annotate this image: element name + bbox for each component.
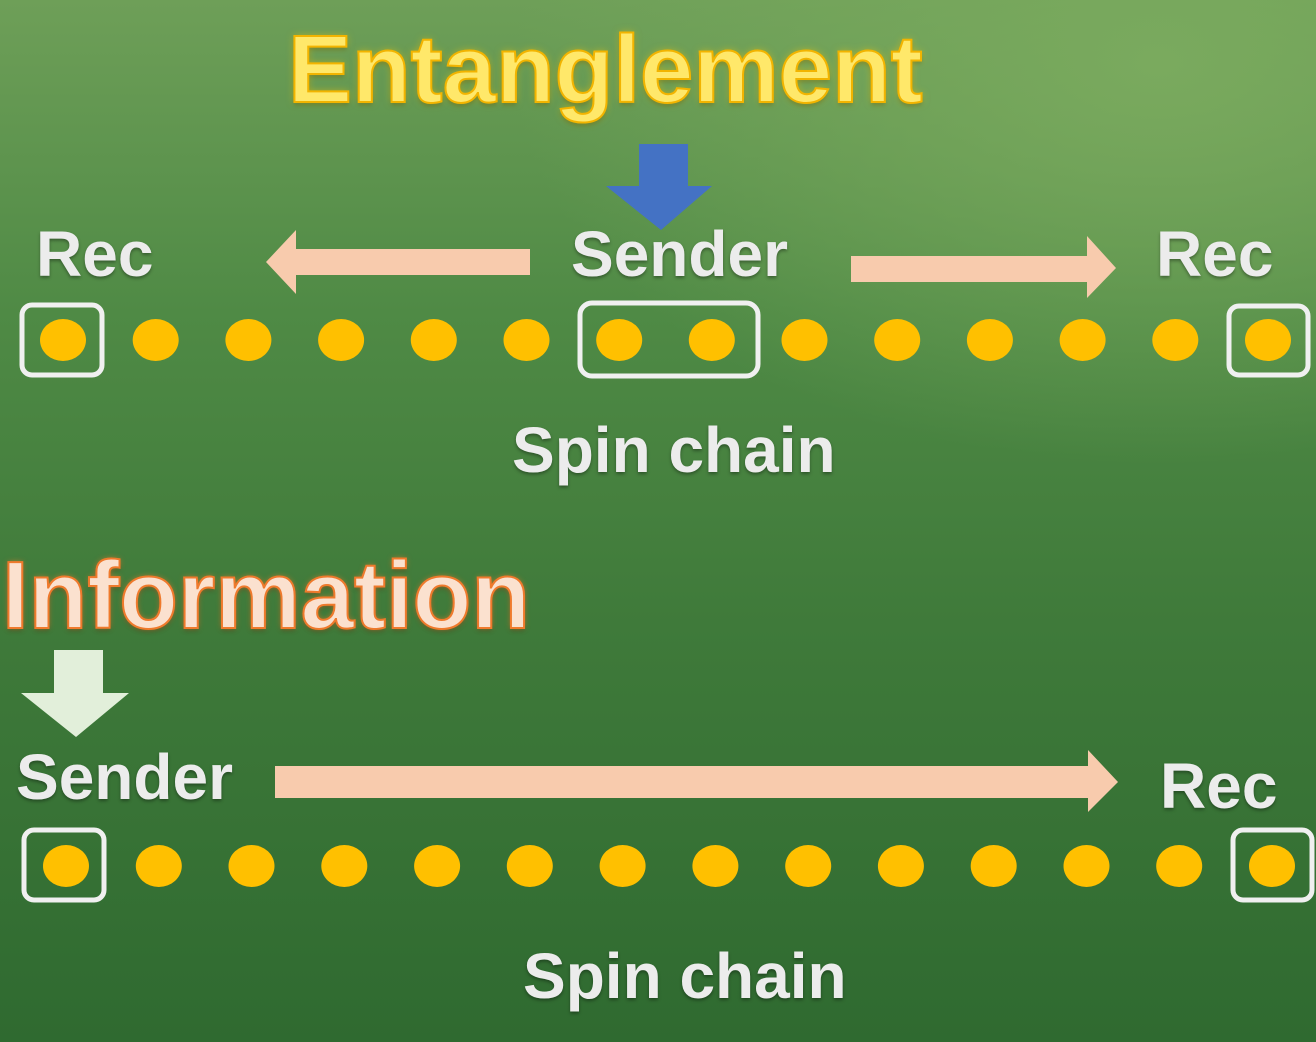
top-spin-chain bbox=[40, 319, 1291, 361]
top-spin-6 bbox=[503, 319, 550, 361]
top-spin-5 bbox=[410, 319, 457, 361]
bottom-sender-box bbox=[21, 827, 107, 903]
top-spin-4 bbox=[318, 319, 365, 361]
bottom-spin-12 bbox=[1063, 845, 1110, 887]
bottom-spin-3 bbox=[228, 845, 275, 887]
bottom-spin-chain bbox=[43, 845, 1295, 887]
entanglement-down-arrow bbox=[606, 144, 712, 230]
top-spin-11 bbox=[966, 319, 1013, 361]
bottom-spin-5 bbox=[414, 845, 461, 887]
top-rec-left-label: Rec bbox=[36, 218, 154, 290]
bottom-spin-6 bbox=[506, 845, 553, 887]
bottom-spin-2 bbox=[135, 845, 182, 887]
top-spin-13 bbox=[1152, 319, 1199, 361]
bottom-spin-9 bbox=[785, 845, 832, 887]
bottom-spin-4 bbox=[321, 845, 368, 887]
top-spin-10 bbox=[874, 319, 921, 361]
bottom-spin-14 bbox=[1249, 845, 1295, 887]
bottom-transfer-arrow bbox=[275, 750, 1118, 812]
top-spin-12 bbox=[1059, 319, 1106, 361]
top-spin-7 bbox=[596, 319, 643, 361]
top-spin-9 bbox=[781, 319, 828, 361]
top-spin-chain-label: Spin chain bbox=[512, 414, 836, 486]
bottom-spin-13 bbox=[1156, 845, 1203, 887]
bottom-rec-box bbox=[1230, 827, 1315, 903]
top-rec-left-box bbox=[19, 302, 105, 378]
entanglement-title: Entanglement bbox=[287, 16, 924, 123]
bottom-spin-10 bbox=[877, 845, 924, 887]
bottom-sender-label: Sender bbox=[16, 741, 233, 813]
bottom-spin-8 bbox=[692, 845, 739, 887]
top-right-transfer-arrow bbox=[851, 236, 1116, 298]
bottom-spin-11 bbox=[970, 845, 1017, 887]
bottom-spin-7 bbox=[599, 845, 646, 887]
top-sender-label: Sender bbox=[571, 218, 788, 290]
information-down-arrow bbox=[21, 650, 129, 737]
top-spin-8 bbox=[688, 319, 735, 361]
top-spin-3 bbox=[225, 319, 272, 361]
top-spin-1 bbox=[40, 319, 86, 361]
top-sender-box bbox=[577, 300, 761, 379]
information-title: Information bbox=[1, 542, 531, 649]
bottom-rec-label: Rec bbox=[1160, 750, 1278, 822]
bottom-spin-chain-label: Spin chain bbox=[523, 940, 847, 1012]
top-spin-2 bbox=[132, 319, 179, 361]
top-left-transfer-arrow bbox=[266, 230, 530, 294]
top-rec-right-box bbox=[1226, 303, 1311, 378]
top-rec-right-label: Rec bbox=[1156, 218, 1274, 290]
top-spin-14 bbox=[1245, 319, 1291, 361]
bottom-spin-1 bbox=[43, 845, 89, 887]
